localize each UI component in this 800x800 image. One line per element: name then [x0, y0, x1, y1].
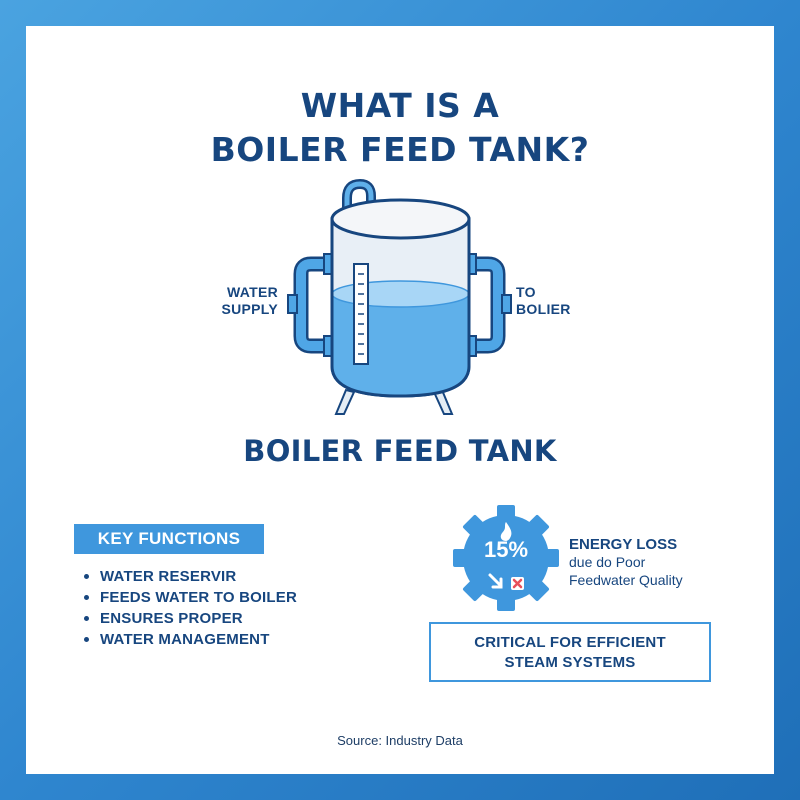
energy-loss-subtitle: due do Poor Feedwater Quality	[569, 553, 683, 589]
water-supply-label-line-1: WATER	[226, 284, 278, 300]
critical-callout-box: CRITICAL FOR EFFICIENT STEAM SYSTEMS	[429, 622, 711, 682]
list-item: WATER RESERVIR	[84, 566, 297, 587]
gear-icon	[453, 505, 559, 611]
energy-loss-subtitle-line-2: Feedwater Quality	[569, 572, 683, 588]
left-pipe-valve	[287, 294, 298, 314]
flame-icon	[500, 522, 512, 541]
trend-down-arrow-icon	[488, 573, 503, 589]
water-supply-label-line-2: SUPPLY	[221, 301, 278, 317]
title-line-1: WHAT IS A	[300, 86, 500, 125]
critical-callout-line-1: CRITICAL FOR EFFICIENT	[474, 634, 666, 651]
critical-callout-line-2: STEAM SYSTEMS	[504, 654, 636, 671]
to-boiler-label: TO BOLIER	[516, 284, 571, 318]
source-note: Source: Industry Data	[337, 733, 463, 748]
key-functions-heading: KEY FUNCTIONS	[74, 524, 264, 554]
energy-loss-title: ENERGY LOSS	[569, 536, 678, 553]
to-boiler-label-line-1: TO	[516, 284, 536, 300]
right-pipe-valve	[501, 294, 512, 314]
gear-badge	[453, 505, 559, 611]
tank-leg-left	[334, 388, 356, 415]
tank-water	[332, 294, 469, 396]
boiler-feed-tank-diagram	[287, 178, 512, 415]
page-title: WHAT IS A BOILER FEED TANK?	[26, 84, 774, 172]
energy-loss-subtitle-line-1: due do Poor	[569, 554, 646, 570]
to-boiler-label-line-2: BOLIER	[516, 301, 571, 317]
level-gauge-ticks	[358, 273, 364, 355]
water-surface	[331, 280, 470, 308]
infographic-card: WHAT IS A BOILER FEED TANK?	[26, 26, 774, 774]
diagram-caption: BOILER FEED TANK	[243, 434, 557, 468]
energy-loss-percent: 15%	[483, 537, 529, 562]
tank-lid	[330, 198, 471, 240]
list-item: WATER MANAGEMENT	[84, 629, 297, 650]
water-supply-label: WATER SUPPLY	[218, 284, 278, 318]
list-item: ENSURES PROPER	[84, 608, 297, 629]
title-line-2: BOILER FEED TANK?	[210, 130, 590, 169]
warning-x-icon	[511, 577, 524, 590]
key-functions-list: WATER RESERVIR FEEDS WATER TO BOILER ENS…	[84, 566, 297, 650]
list-item: FEEDS WATER TO BOILER	[84, 587, 297, 608]
